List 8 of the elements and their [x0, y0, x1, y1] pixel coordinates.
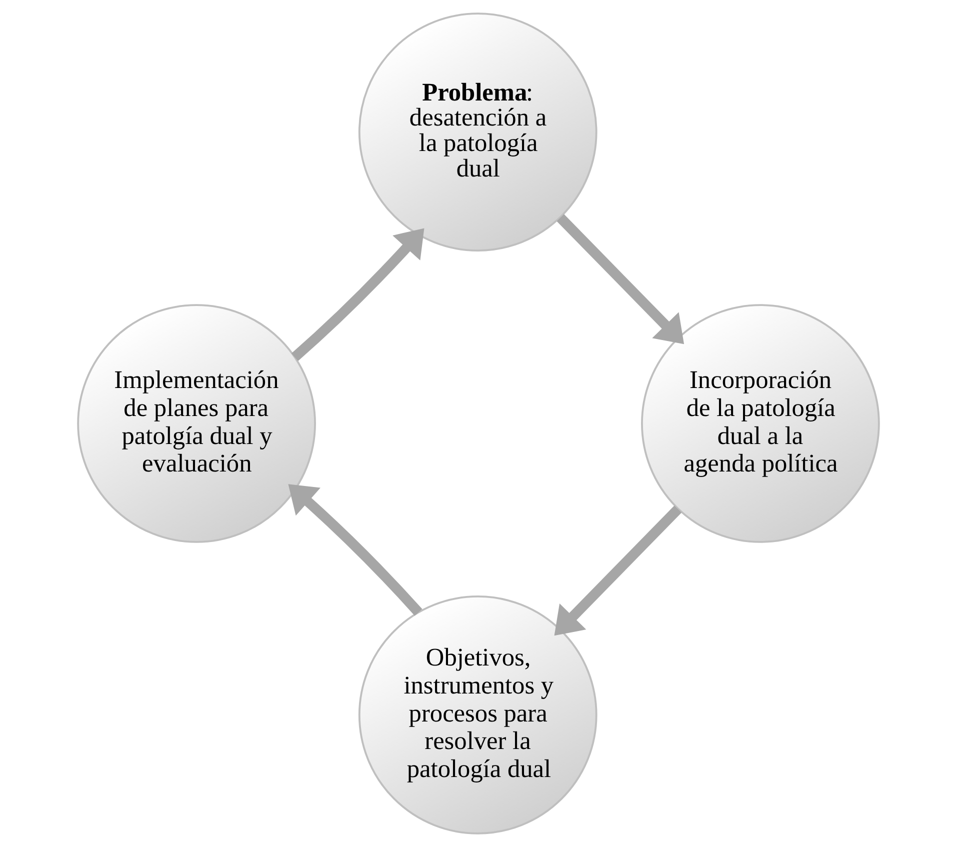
node-circle: Problema: desatención a la patología dual [358, 12, 598, 252]
node-circle: Implementación de planes para patolgía dual y evaluación [77, 304, 316, 543]
arrow [554, 506, 682, 636]
node-circle: Objetivos, instrumentos y procesos para resolver la patología dual [358, 596, 598, 834]
node-circle: Incorporación de la patología dual a la agenda política [641, 304, 880, 543]
arrow [556, 214, 684, 344]
arrow [291, 228, 424, 361]
arrow [288, 484, 422, 616]
